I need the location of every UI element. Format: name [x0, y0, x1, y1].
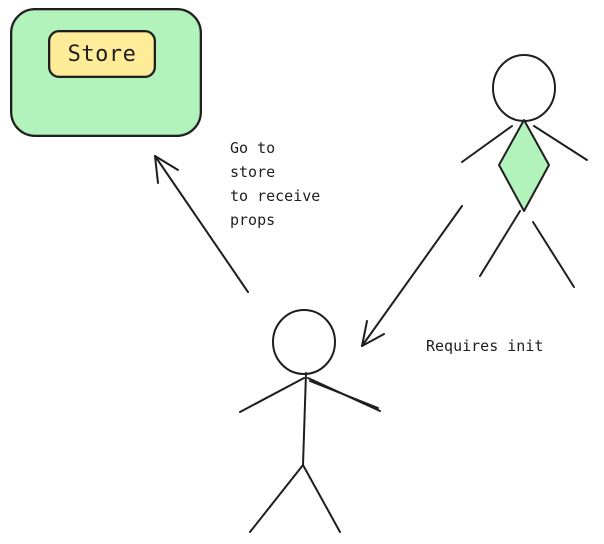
- arrow-to-store: [154, 155, 249, 293]
- stick-figure-bottom-left-arm: [239, 377, 305, 413]
- store-label: Store: [67, 41, 137, 67]
- stick-figure-bottom: [239, 309, 381, 533]
- stick-figure-right-head: [492, 54, 556, 122]
- store-label-box-sketch-stroke: [49, 31, 155, 77]
- note-requires-init: Requires init: [426, 337, 544, 355]
- arrow-requires-init: [361, 205, 463, 347]
- stick-figure-right-left-leg: [479, 210, 521, 277]
- stick-figure-right-right-arm: [533, 125, 588, 161]
- stick-figure-bottom-head: [272, 309, 336, 375]
- stick-figure-bottom-right-leg: [302, 464, 341, 533]
- store-label-box: [48, 30, 156, 78]
- stick-figure-bottom-body: [302, 372, 307, 466]
- stick-figure-right: [461, 54, 588, 288]
- stick-figure-right-left-arm: [461, 125, 513, 163]
- stick-figure-right-right-leg: [532, 221, 575, 288]
- stick-figure-bottom-left-leg: [249, 464, 304, 533]
- stick-figure-bottom-right-arm-sketch: [309, 380, 379, 409]
- store-container-sketch-stroke: [11, 9, 201, 136]
- note-go-to-store: Go to store to receive props: [230, 139, 321, 229]
- stick-figure-right-body-diamond: [498, 119, 550, 212]
